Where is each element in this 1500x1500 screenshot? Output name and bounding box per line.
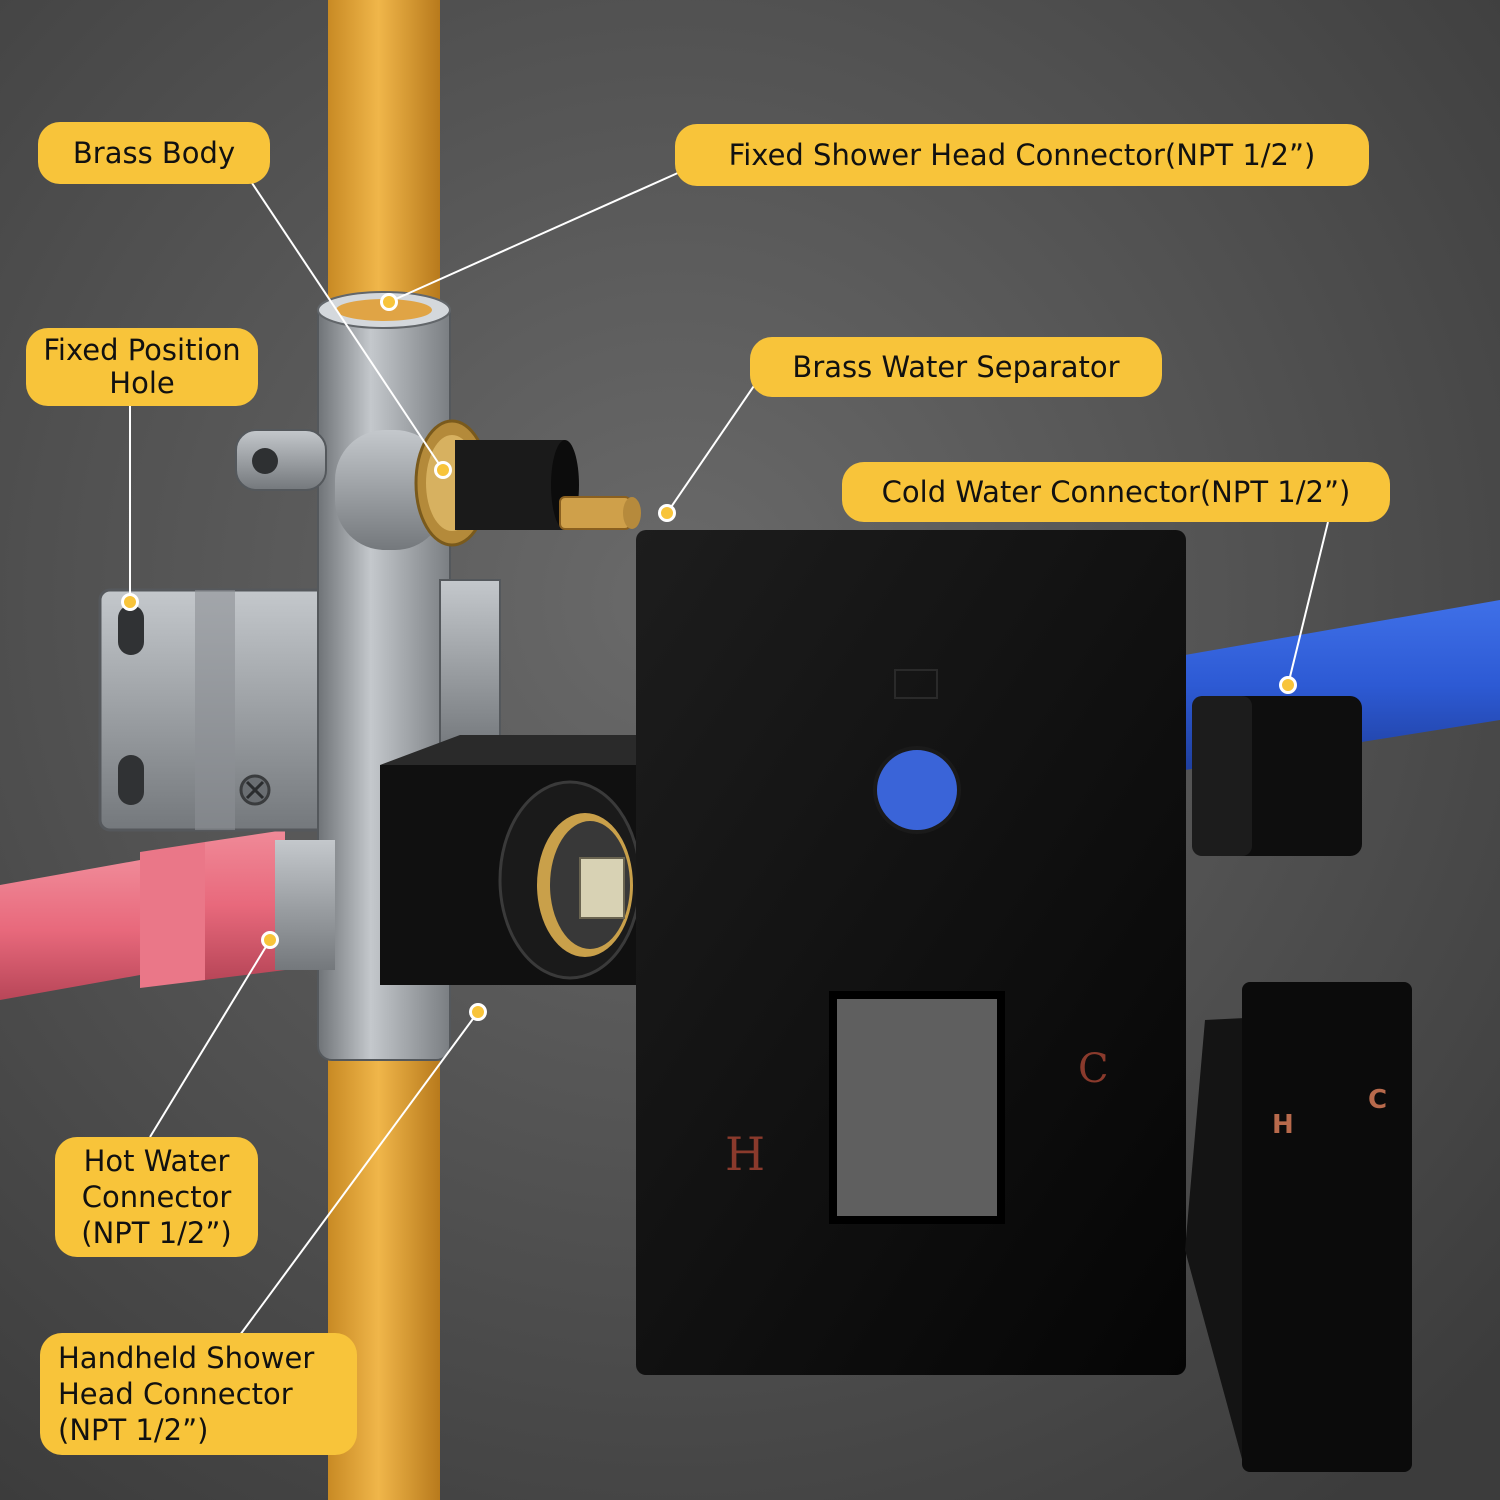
callout-text: Cold Water Connector(NPT 1/2”) — [881, 474, 1351, 509]
callout-fixed-position-hole: Fixed Position Hole — [26, 328, 258, 406]
callout-text: Hot Water — [83, 1144, 230, 1178]
callout-brass-water-separator: Brass Water Separator — [750, 337, 1162, 397]
callout-text: Brass Water Separator — [792, 349, 1120, 384]
callout-text: Brass Body — [72, 135, 236, 170]
callout-text: Connector — [81, 1180, 232, 1214]
callout-fixed-shower-head-connector: Fixed Shower Head Connector(NPT 1/2”) — [675, 124, 1369, 186]
trim-plate: H C — [636, 530, 1186, 1375]
indicator-dot-handheld-shower-head — [469, 1003, 487, 1021]
callout-text: Hole — [109, 366, 175, 400]
lever-handle: H C — [1185, 982, 1412, 1472]
callout-cold-water-connector: Cold Water Connector(NPT 1/2”) — [842, 462, 1390, 522]
callout-text: (NPT 1/2”) — [81, 1216, 232, 1250]
callout-brass-body: Brass Body — [38, 122, 270, 184]
handle-cold-mark: C — [1368, 1085, 1387, 1115]
brass-water-separator — [414, 419, 641, 547]
indicator-dot-brass-body — [434, 461, 452, 479]
callout-text: Fixed Position — [43, 333, 241, 367]
plate-hot-mark: H — [725, 1127, 765, 1181]
indicator-dot-hot-water — [261, 931, 279, 949]
callout-text: (NPT 1/2”) — [58, 1413, 209, 1447]
callout-text: Fixed Shower Head Connector(NPT 1/2”) — [728, 137, 1316, 172]
callout-text: Head Connector — [58, 1377, 293, 1411]
indicator-dot-fixed-shower-head — [380, 293, 398, 311]
leader-lines — [129, 171, 1329, 1336]
indicator-dot-fixed-position-hole — [121, 593, 139, 611]
indicator-dot-brass-water-separator — [658, 504, 676, 522]
mounting-bracket — [98, 588, 332, 832]
plate-cold-mark: C — [1078, 1046, 1109, 1092]
callout-handheld-shower-head-connector: Handheld Shower Head Connector (NPT 1/2”… — [40, 1333, 357, 1455]
indicator-dot-cold-water — [1279, 676, 1297, 694]
handheld-outlet — [380, 735, 642, 985]
callout-text: Handheld Shower — [58, 1341, 315, 1375]
handle-hot-mark: H — [1272, 1110, 1294, 1140]
callout-hot-water-connector: Hot Water Connector (NPT 1/2”) — [55, 1137, 258, 1257]
cold-water-cap — [1192, 696, 1362, 856]
